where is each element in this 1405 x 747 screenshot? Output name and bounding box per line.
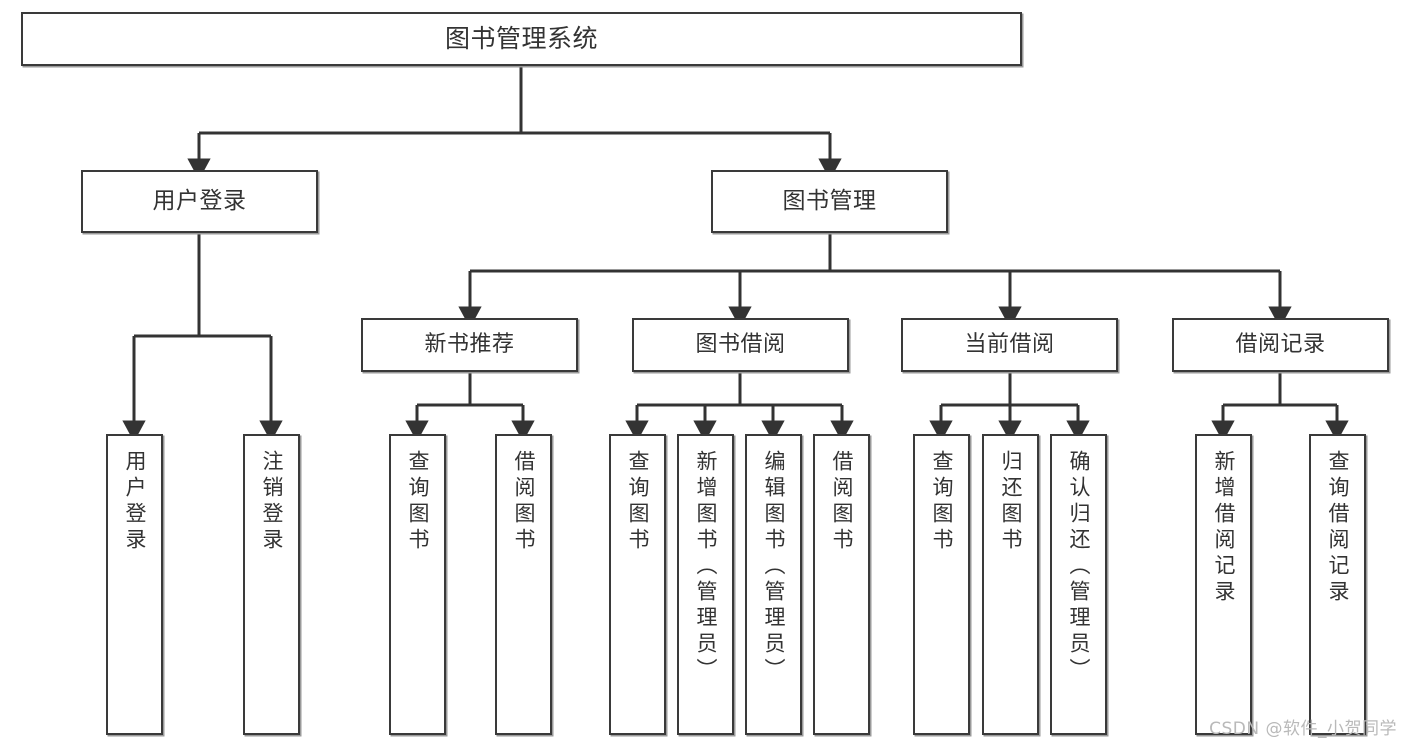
watermark-text: CSDN @软件_小贺同学 <box>1209 719 1397 739</box>
node-label: 查询图书 <box>930 450 954 554</box>
node-label: 用户登录 <box>152 188 247 215</box>
node-label: 图书管理系统 <box>444 24 598 54</box>
node-label: 图书借阅 <box>695 332 786 358</box>
leaf-borrow-record-add-record[interactable]: 新增借阅记录 <box>1195 434 1252 735</box>
leaf-book-borrow-query-book[interactable]: 查询图书 <box>609 434 666 735</box>
node-label: 查询图书 <box>406 450 430 554</box>
leaf-current-borrow-return-book[interactable]: 归还图书 <box>982 434 1039 735</box>
node-label: 新增借阅记录 <box>1212 450 1236 606</box>
node-label: 编辑图书（管理员） <box>762 450 786 684</box>
node-label: 确认归还（管理员） <box>1067 450 1091 684</box>
node-label: 查询借阅记录 <box>1326 450 1350 606</box>
node-label: 归还图书 <box>999 450 1023 554</box>
node-label: 借阅图书 <box>512 450 536 554</box>
node-current-borrow[interactable]: 当前借阅 <box>901 318 1118 372</box>
node-user-login[interactable]: 用户登录 <box>81 170 318 233</box>
leaf-book-borrow-borrow-book[interactable]: 借阅图书 <box>813 434 870 735</box>
node-root-system[interactable]: 图书管理系统 <box>21 12 1022 66</box>
node-label: 用户登录 <box>123 450 147 554</box>
leaf-current-borrow-query-book[interactable]: 查询图书 <box>913 434 970 735</box>
leaf-new-book-query-book[interactable]: 查询图书 <box>389 434 446 735</box>
node-label: 新增图书（管理员） <box>694 450 718 684</box>
leaf-borrow-record-query-record[interactable]: 查询借阅记录 <box>1309 434 1366 735</box>
node-new-book-recommend[interactable]: 新书推荐 <box>361 318 578 372</box>
node-label: 借阅图书 <box>830 450 854 554</box>
node-label: 图书管理 <box>782 188 877 215</box>
node-label: 查询图书 <box>626 450 650 554</box>
leaf-current-borrow-confirm-return-admin[interactable]: 确认归还（管理员） <box>1050 434 1107 735</box>
node-label: 新书推荐 <box>424 332 515 358</box>
node-label: 借阅记录 <box>1235 332 1326 358</box>
leaf-book-borrow-add-book-admin[interactable]: 新增图书（管理员） <box>677 434 734 735</box>
leaf-user-login-login[interactable]: 用户登录 <box>106 434 163 735</box>
node-borrow-record[interactable]: 借阅记录 <box>1172 318 1389 372</box>
node-label: 注销登录 <box>260 450 284 554</box>
node-book-management[interactable]: 图书管理 <box>711 170 948 233</box>
node-label: 当前借阅 <box>964 332 1055 358</box>
leaf-user-login-logout[interactable]: 注销登录 <box>243 434 300 735</box>
leaf-book-borrow-edit-book-admin[interactable]: 编辑图书（管理员） <box>745 434 802 735</box>
leaf-new-book-borrow-book[interactable]: 借阅图书 <box>495 434 552 735</box>
node-book-borrow[interactable]: 图书借阅 <box>632 318 849 372</box>
